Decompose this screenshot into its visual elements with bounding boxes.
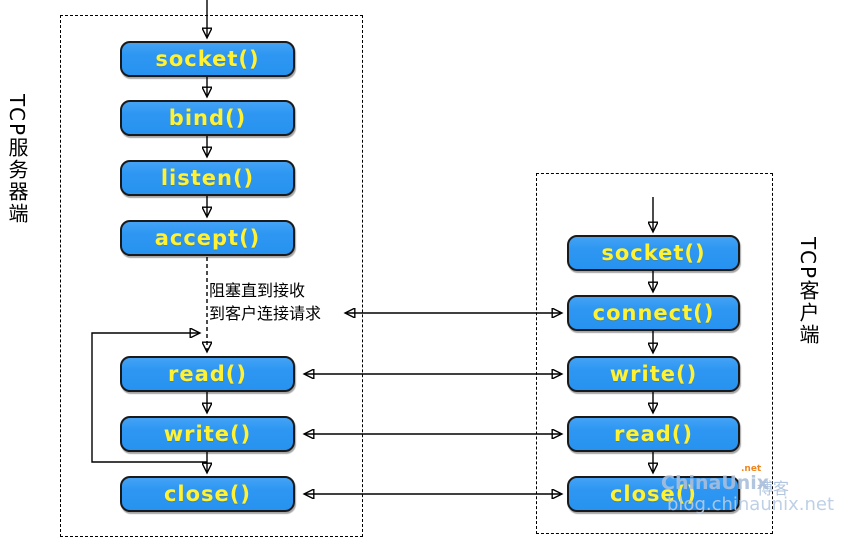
server-panel-title: TCP服务器端: [5, 94, 29, 226]
node-server-accept: accept(): [120, 220, 295, 256]
node-client-socket: socket(): [567, 235, 740, 271]
blocking-annotation-line2: 到客户连接请求: [209, 304, 322, 323]
client-group-frame: [536, 173, 773, 534]
node-server-socket: socket(): [120, 41, 295, 77]
node-client-close: close(): [567, 476, 740, 512]
client-panel-title: TCP客户端: [796, 237, 820, 347]
node-client-connect: connect(): [567, 295, 740, 331]
node-server-close: close(): [120, 476, 295, 512]
node-server-bind: bind(): [120, 100, 295, 136]
watermark-brand-superscript: .net: [741, 464, 762, 474]
node-server-read: read(): [120, 356, 295, 392]
node-client-write: write(): [567, 356, 740, 392]
watermark-brand: ChinaUnix: [661, 472, 770, 494]
blocking-annotation: 阻塞直到接收 到客户连接请求: [209, 279, 321, 325]
watermark-url: blog.chinaunix.net: [667, 494, 835, 515]
blocking-annotation-line1: 阻塞直到接收: [209, 281, 306, 300]
node-server-write: write(): [120, 416, 295, 452]
watermark-brand-tag: 博客: [757, 479, 790, 498]
server-group-frame: [60, 15, 363, 537]
node-server-listen: listen(): [120, 160, 295, 196]
node-client-read: read(): [567, 416, 740, 452]
